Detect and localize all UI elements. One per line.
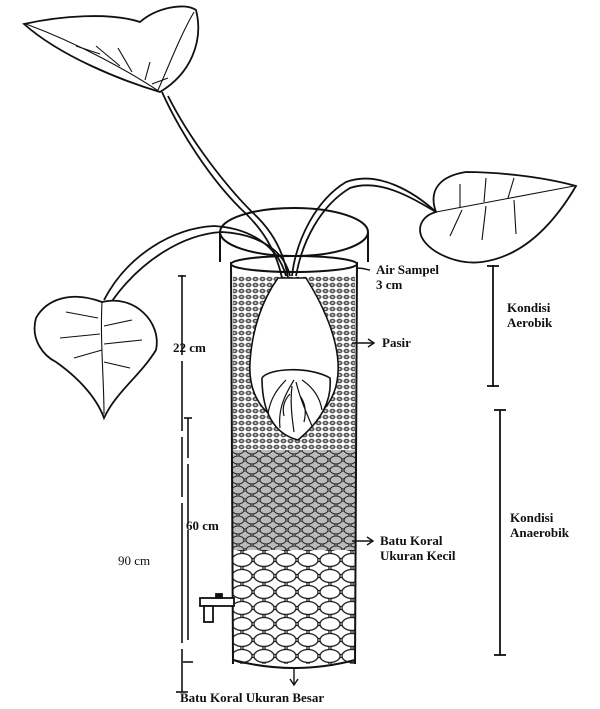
label-batu-koral-kecil: Batu Koral Ukuran Kecil — [380, 533, 455, 563]
leaf-top — [24, 6, 198, 92]
label-kondisi-anaerobik-line1: Kondisi — [510, 510, 569, 525]
label-kondisi-anaerobik: Kondisi Anaerobik — [510, 510, 569, 540]
leaf-right — [420, 172, 576, 263]
label-air-sampel-line2: 3 cm — [376, 277, 439, 292]
label-air-sampel-line1: Air Sampel — [376, 262, 439, 277]
big-gravel-layer — [233, 550, 355, 664]
right-brackets — [487, 265, 506, 655]
label-dim-90: 90 cm — [118, 553, 150, 568]
left-dimensions — [176, 275, 193, 692]
label-batu-koral-kecil-line2: Ukuran Kecil — [380, 548, 455, 563]
label-air-sampel: Air Sampel 3 cm — [376, 262, 439, 292]
label-batu-koral-besar: Batu Koral Ukuran Besar — [180, 690, 324, 705]
label-kondisi-aerobik: Kondisi Aerobik — [507, 300, 552, 330]
leaf-left — [35, 297, 157, 418]
label-kondisi-aerobik-line1: Kondisi — [507, 300, 552, 315]
small-gravel-layer — [233, 450, 355, 550]
label-kondisi-aerobik-line2: Aerobik — [507, 315, 552, 330]
label-kondisi-anaerobik-line2: Anaerobik — [510, 525, 569, 540]
label-pasir: Pasir — [382, 335, 411, 350]
label-batu-koral-kecil-line1: Batu Koral — [380, 533, 455, 548]
air-sampel-pointer — [356, 268, 370, 270]
label-dim-60: 60 cm — [186, 518, 219, 533]
label-dim-22: 22 cm — [173, 340, 206, 355]
drain-tap — [200, 594, 234, 622]
